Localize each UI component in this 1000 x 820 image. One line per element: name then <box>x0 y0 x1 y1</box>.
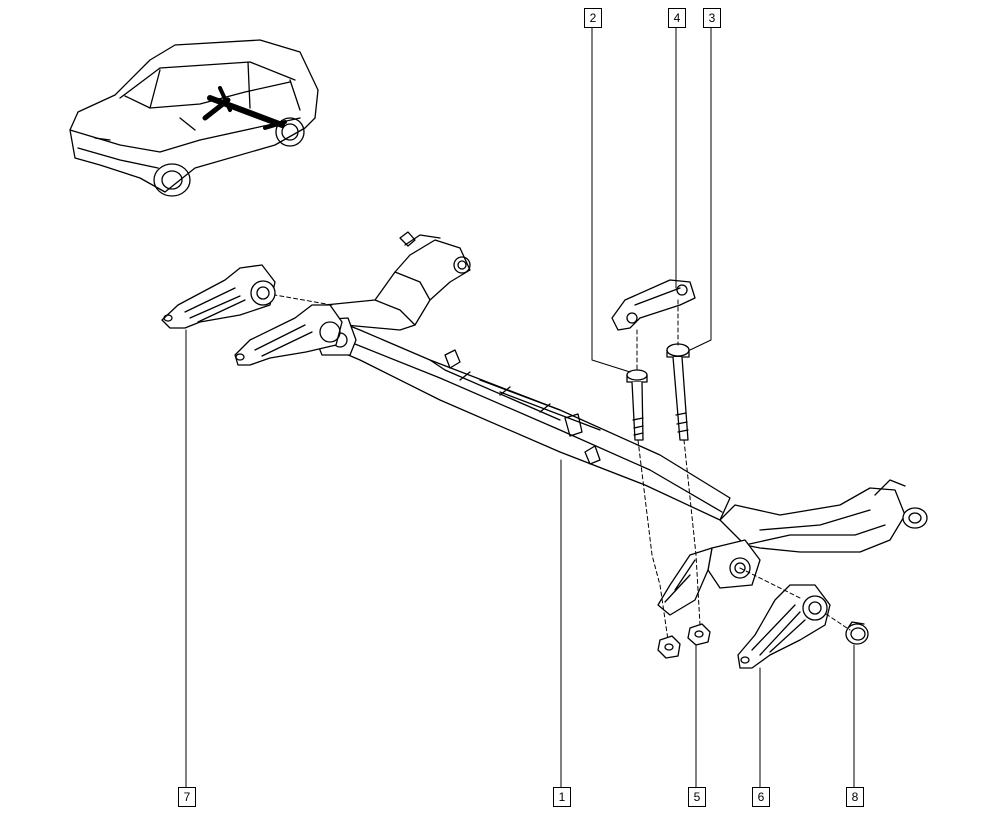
callout-5: 5 <box>688 787 706 807</box>
mounting-bracket-left <box>161 264 276 329</box>
bracket-plate <box>611 279 696 331</box>
callout-2: 2 <box>584 8 602 28</box>
callout-6: 6 <box>752 787 770 807</box>
callout-7: 7 <box>178 787 196 807</box>
mounting-bracket-inner <box>234 304 343 366</box>
callout-1: 1 <box>553 787 571 807</box>
callout-4: 4 <box>668 8 686 28</box>
bolt-3 <box>666 343 690 441</box>
nut-5 <box>657 623 711 659</box>
leader-lines <box>185 26 855 788</box>
rear-axle-beam <box>299 231 928 616</box>
bush-cap <box>845 621 869 645</box>
callout-3: 3 <box>703 8 721 28</box>
callout-8: 8 <box>846 787 864 807</box>
bolt-2 <box>626 369 648 441</box>
car-illustration <box>69 39 319 197</box>
mounting-bracket-right <box>737 584 831 669</box>
